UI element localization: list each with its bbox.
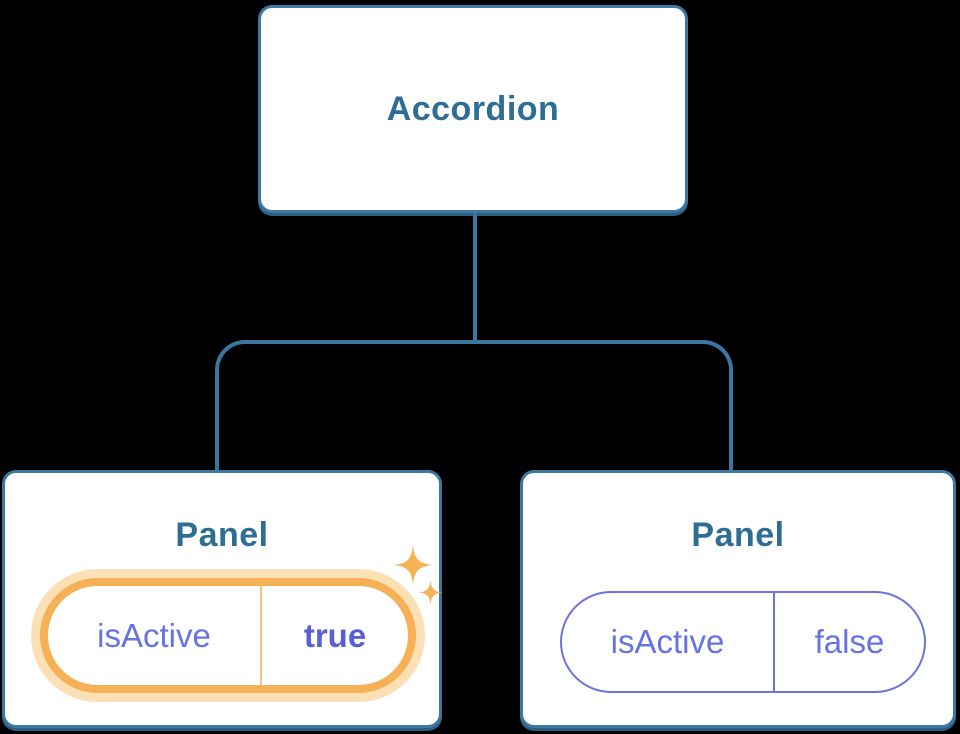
prop-name: isActive (562, 593, 775, 691)
panel-title: Panel (691, 516, 785, 554)
prop-pill-active: isActive true (40, 578, 416, 693)
panel-node-inactive: Panel isActive false (520, 470, 956, 728)
prop-value: false (814, 623, 885, 660)
prop-name: isActive (48, 586, 262, 685)
accordion-label: Accordion (386, 89, 560, 128)
prop-value: true (303, 616, 367, 654)
sparkle-icon-small (418, 580, 443, 605)
accordion-node: Accordion (258, 5, 688, 213)
prop-pill-inactive: isActive false (560, 591, 926, 693)
connector-branch (215, 340, 733, 471)
panel-title: Panel (175, 516, 269, 554)
connector-stem (473, 213, 477, 342)
panel-node-active: Panel isActive true (2, 470, 443, 728)
sparkle-icon-large (392, 544, 434, 586)
